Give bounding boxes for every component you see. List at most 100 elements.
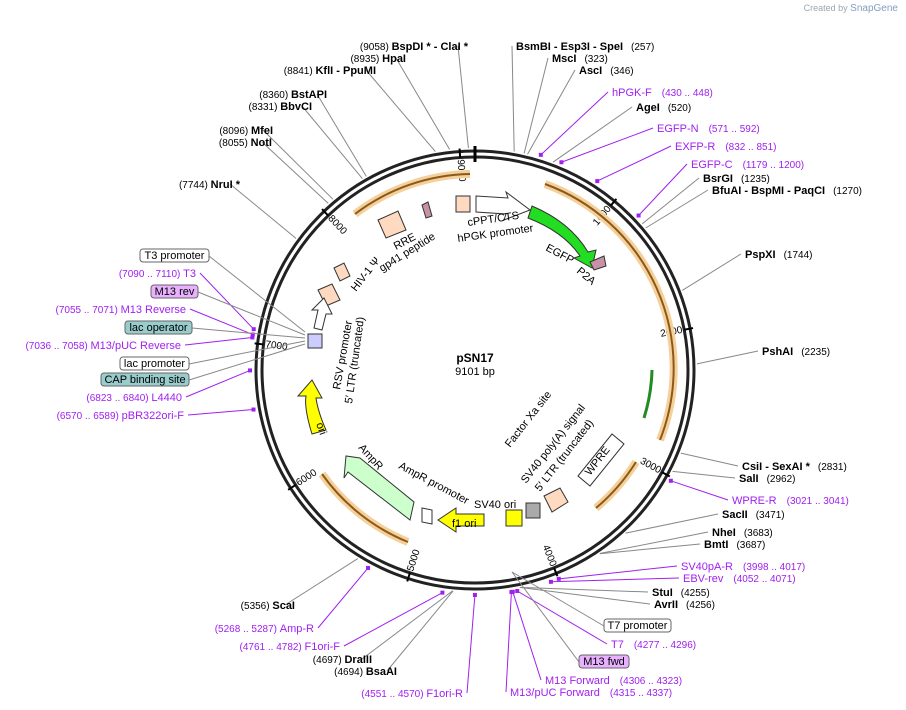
enzyme-leader <box>386 590 454 672</box>
feature-ampr[interactable] <box>343 455 415 521</box>
primer-range: (1179 .. 1200) <box>743 160 805 171</box>
enzyme-pos: (8331) <box>249 102 281 113</box>
enzyme-label[interactable]: (8096) MfeI <box>219 125 273 137</box>
enzyme-label[interactable]: BsrGI(1235) <box>703 173 770 185</box>
primer-label[interactable]: (6570 .. 6589) pBR322ori-F <box>57 410 185 422</box>
box-t3-promoter[interactable] <box>139 248 210 263</box>
feature-hpgk-promoter[interactable] <box>475 190 532 221</box>
enzyme-label[interactable]: AgeI(520) <box>636 102 691 114</box>
box-leader <box>197 291 306 336</box>
primer-name: T7 <box>611 639 624 651</box>
primer-label[interactable]: EBV-rev(4052 .. 4071) <box>683 573 796 585</box>
box-label: lac operator <box>129 322 187 334</box>
feature-cppt[interactable] <box>455 195 471 213</box>
primer-leader <box>597 145 672 182</box>
box-leader <box>188 343 306 381</box>
enzyme-label[interactable]: AvrII(4256) <box>654 599 715 611</box>
feature-ampr-promoter[interactable] <box>421 507 433 525</box>
primer-label[interactable]: WPRE-R(3021 .. 3041) <box>732 495 849 507</box>
primer-mark <box>248 368 253 373</box>
box-cap-binding[interactable] <box>100 372 190 387</box>
feature-f1-ori[interactable] <box>437 507 485 533</box>
primer-label[interactable]: (7036 .. 7058) M13/pUC Reverse <box>25 340 181 352</box>
enzyme-label[interactable]: NheI(3683) <box>712 527 773 539</box>
enzyme-label[interactable]: AscI(346) <box>579 65 634 77</box>
enzyme-label[interactable]: SacII(3471) <box>722 509 785 521</box>
feature-layer <box>296 190 625 533</box>
primer-label[interactable]: (4761 .. 4782) F1ori-F <box>240 641 341 653</box>
enzyme-pos: (3471) <box>756 510 785 521</box>
box-lac-promoter[interactable] <box>119 356 190 371</box>
box-m13-fwd[interactable] <box>578 654 630 669</box>
primer-mark <box>668 478 673 483</box>
enzyme-label[interactable]: CsiI - SexAI *(2831) <box>742 461 847 473</box>
watermark-brand: SnapGene <box>850 3 898 14</box>
feature-ori[interactable] <box>296 379 327 435</box>
enzyme-leader <box>519 586 649 593</box>
enzyme-pos: (3687) <box>736 540 765 551</box>
primer-label[interactable]: EXFP-R(832 .. 851) <box>675 141 777 153</box>
enzyme-label[interactable]: (5356) ScaI <box>241 600 295 612</box>
enzyme-leader <box>625 513 719 534</box>
primer-label[interactable]: EGFP-N(571 .. 592) <box>657 123 760 135</box>
primer-label[interactable]: (5268 .. 5287) Amp-R <box>215 623 314 635</box>
primer-mark <box>250 332 255 337</box>
primer-leader <box>317 567 369 629</box>
enzyme-pos: (2831) <box>818 462 847 473</box>
enzyme-label[interactable]: (9058) BspDI * - ClaI * <box>360 41 469 53</box>
primer-mark <box>556 576 561 581</box>
primer-label[interactable]: SV40pA-R(3998 .. 4017) <box>681 561 805 573</box>
primer-label[interactable]: (7055 .. 7071) M13 Reverse <box>56 304 186 316</box>
enzyme-label[interactable]: BfuAI - BspMI - PaqCI(1270) <box>712 185 862 197</box>
enzyme-label[interactable]: (4694) BsaAI <box>334 666 397 678</box>
box-t7-promoter[interactable] <box>603 618 672 633</box>
enzyme-label[interactable]: BmtI(3687) <box>704 539 765 551</box>
enzyme-label[interactable]: MscI(323) <box>552 53 608 65</box>
label-sv40ori: SV40 ori <box>474 499 516 511</box>
primer-name: pBR322ori-F <box>122 410 185 422</box>
feature-wpre[interactable] <box>577 433 625 487</box>
enzyme-label[interactable]: PspXI(1744) <box>745 249 812 261</box>
primer-label[interactable]: M13/pUC Forward(4315 .. 4337) <box>510 687 672 699</box>
enzyme-label[interactable]: (8331) BbvCI <box>249 101 312 113</box>
primer-label[interactable]: (6823 .. 6840) L4440 <box>86 392 182 404</box>
primer-leader <box>189 308 254 336</box>
enzyme-label[interactable]: PshAI(2235) <box>762 346 830 358</box>
primer-leader <box>516 590 608 645</box>
enzyme-label[interactable]: (8055) NotI <box>219 137 272 149</box>
primer-label[interactable]: EGFP-C(1179 .. 1200) <box>691 159 804 171</box>
enzyme-label[interactable]: BsmBI - Esp3I - SpeI(257) <box>516 41 654 53</box>
enzyme-name: StuI <box>652 587 673 599</box>
box-lac-operator[interactable] <box>124 320 193 335</box>
enzyme-name: PspXI <box>745 249 776 261</box>
feature-sv40-ori[interactable] <box>505 509 523 527</box>
feature-rre[interactable] <box>377 210 407 239</box>
enzyme-label[interactable]: SalI(2962) <box>739 473 795 485</box>
primer-label[interactable]: T7(4277 .. 4296) <box>611 639 696 651</box>
primer-leader <box>558 565 678 580</box>
enzyme-label[interactable]: StuI(4255) <box>652 587 710 599</box>
enzyme-label[interactable]: (8841) KflI - PpuMI <box>284 65 376 77</box>
primer-label[interactable]: (4551 .. 4570) F1ori-R <box>361 688 463 700</box>
primer-range: (4052 .. 4071) <box>733 574 795 585</box>
primer-label[interactable]: hPGK-F(430 .. 448) <box>612 87 713 99</box>
feature-ltr3[interactable] <box>543 487 569 513</box>
enzyme-label[interactable]: (8935) HpaI <box>350 53 406 65</box>
primer-name: M13/pUC Reverse <box>91 340 181 352</box>
enzyme-pos: (4697) <box>313 655 345 666</box>
primer-leader <box>466 594 476 694</box>
feature-egfp[interactable] <box>527 205 597 269</box>
box-m13-rev[interactable] <box>150 284 199 299</box>
enzyme-name: BspMI <box>751 185 784 197</box>
enzyme-label[interactable]: (7744) NruI * <box>179 179 241 191</box>
plasmid-name: pSN17 <box>456 351 494 365</box>
enzyme-label[interactable]: (8360) BstAPI <box>259 89 327 101</box>
feature-hiv-psi[interactable] <box>333 262 351 282</box>
feature-p2a[interactable] <box>589 255 607 271</box>
primer-label[interactable]: M13 Forward(4306 .. 4323) <box>545 675 682 687</box>
primer-label[interactable]: (7090 .. 7110) T3 <box>119 268 196 280</box>
feature-rsv-promoter[interactable] <box>310 297 333 331</box>
enzyme-label[interactable]: (4697) DraIII <box>313 654 372 666</box>
feature-gp41[interactable] <box>421 201 433 219</box>
